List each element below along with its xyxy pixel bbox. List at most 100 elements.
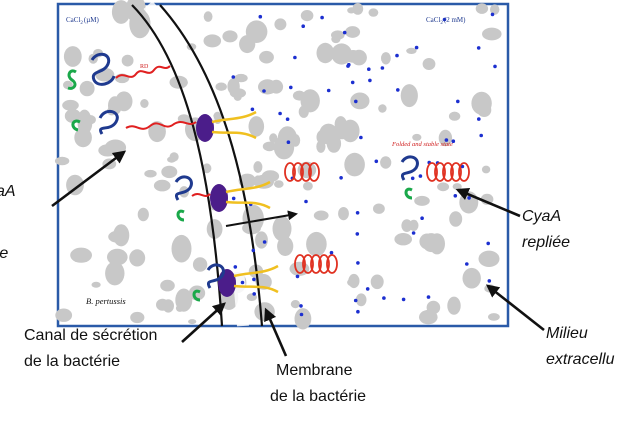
calcium-ion-icon	[467, 196, 471, 200]
calcium-ion-icon	[367, 67, 371, 71]
calcium-ion-icon	[231, 12, 497, 317]
calcium-ion-icon	[382, 296, 386, 300]
calcium-ion-icon	[418, 174, 423, 178]
background-blob	[262, 141, 276, 152]
background-blob	[481, 165, 491, 174]
background-blob	[161, 165, 178, 179]
background-blob	[64, 109, 81, 123]
calcium-ion-icon	[426, 295, 431, 299]
calcium-ion-icon	[353, 298, 358, 303]
calcium-ion-icon	[380, 66, 385, 70]
background-blob	[107, 248, 128, 266]
background-blob	[259, 50, 274, 64]
background-blob	[482, 27, 502, 41]
secretion-arrow-icon	[225, 210, 298, 227]
background-blob	[438, 129, 453, 147]
background-blob	[239, 35, 256, 54]
background-blob	[448, 111, 461, 121]
calcium-ion-icon	[411, 231, 416, 235]
calcium-ion-icon	[231, 196, 236, 201]
background-blob	[373, 203, 385, 214]
calcium-ion-icon	[356, 309, 360, 314]
background-blob	[203, 34, 222, 48]
background-blob	[242, 221, 261, 235]
background-blob	[300, 10, 314, 22]
calcium-ion-icon	[395, 53, 399, 58]
background-blob	[400, 84, 418, 108]
background-blob	[277, 236, 294, 256]
calcium-ion-icon	[442, 17, 447, 22]
background-blob	[331, 43, 352, 65]
rd-label: RD	[140, 64, 149, 70]
background-blob	[452, 183, 462, 190]
calcium-ion-icon	[354, 99, 358, 104]
background-blob	[370, 274, 384, 290]
background-blob	[274, 18, 287, 31]
calcium-ion-icon	[444, 138, 449, 142]
background-blob	[79, 80, 95, 97]
diagram-frame	[56, 2, 510, 328]
calcium-ion-icon	[479, 133, 484, 138]
background-blob	[111, 0, 131, 24]
background-blob	[229, 88, 246, 98]
background-blob	[394, 233, 413, 246]
background-blob	[290, 300, 300, 309]
background-blob	[338, 207, 349, 221]
calcium-ion-icon	[368, 78, 372, 83]
background-blob	[203, 11, 213, 22]
bacterium-name-label: B. pertussis	[86, 296, 126, 306]
background-blob	[126, 0, 146, 23]
background-blob	[347, 278, 359, 287]
background-blob	[332, 125, 352, 140]
calcium-ion-icon	[476, 46, 481, 50]
background-blob	[426, 300, 441, 315]
calcium-ion-icon	[251, 248, 256, 253]
background-blob	[130, 311, 145, 324]
background-blob	[188, 319, 197, 325]
background-blob	[306, 231, 327, 257]
background-blob	[269, 133, 278, 144]
background-blob	[303, 181, 313, 191]
background-blob	[253, 274, 268, 284]
background-blob	[261, 170, 280, 183]
calcium-ion-icon	[401, 297, 406, 302]
background-blob	[91, 281, 101, 288]
calcium-ion-icon	[374, 159, 379, 164]
cacl2-left-label: CaCl2(µM)	[66, 16, 99, 26]
calcium-ion-icon	[252, 292, 256, 296]
calcium-ion-icon	[396, 88, 400, 92]
background-blob	[409, 219, 419, 231]
background-blob	[313, 210, 329, 221]
background-blob	[355, 293, 367, 307]
background-blob	[401, 219, 413, 233]
background-blob	[488, 313, 500, 321]
background-blob	[422, 58, 436, 70]
calcium-ion-icon	[414, 45, 419, 50]
background-blob	[380, 156, 392, 169]
arrow-icon	[264, 307, 288, 357]
background-blob	[105, 261, 125, 286]
calcium-ion-icon	[295, 274, 300, 279]
calcium-ion-icon	[285, 117, 290, 121]
calcium-ion-icon	[289, 85, 293, 90]
calcium-ion-icon	[365, 287, 370, 291]
calcium-ion-icon	[240, 280, 245, 285]
calcium-ion-icon	[465, 262, 469, 266]
background-blob	[215, 82, 227, 91]
background-blob	[78, 109, 91, 128]
calcium-ion-icon	[346, 64, 350, 68]
folded-state-label: Folded and stable state	[391, 141, 453, 148]
background-blob	[70, 247, 92, 263]
background-blob	[254, 302, 275, 322]
background-blob	[406, 47, 417, 55]
calcium-ion-icon	[299, 304, 303, 308]
background-blob	[447, 296, 461, 315]
background-blob	[414, 195, 430, 206]
background-blob	[478, 250, 500, 267]
background-blob	[490, 4, 500, 15]
background-blob	[300, 89, 320, 113]
background-blob	[222, 30, 238, 43]
channel-label-line2: de la bactérie	[24, 353, 121, 370]
background-blob	[63, 46, 82, 67]
